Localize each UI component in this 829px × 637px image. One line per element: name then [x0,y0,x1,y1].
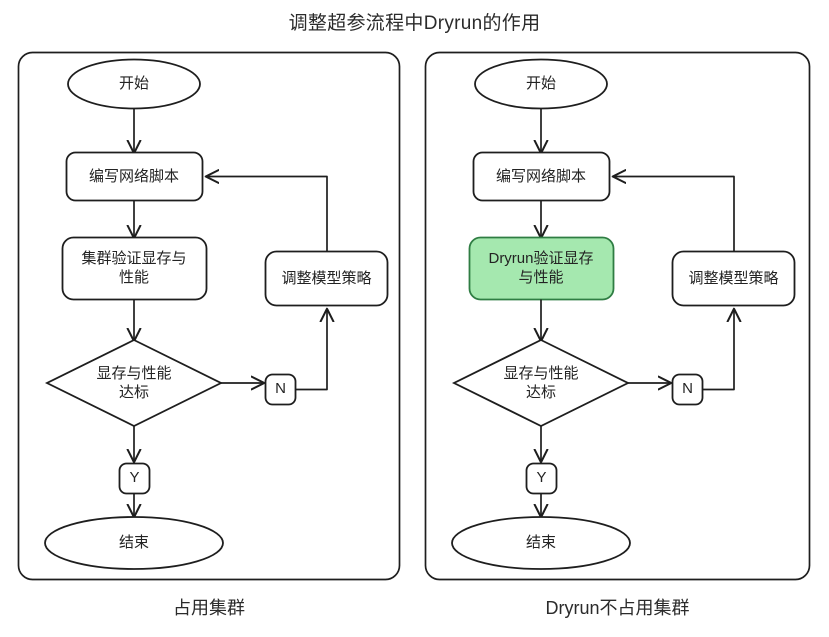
panel-frame-right [424,51,811,581]
node-end-left[interactable] [44,516,224,570]
edge-adjust-to-write-left [207,177,328,252]
node-branch-yes-right[interactable] [525,462,558,495]
panel-left [17,51,401,581]
node-end-right[interactable] [451,516,631,570]
panel-caption-left: 占用集群 [173,598,245,618]
node-validate-right[interactable] [468,236,615,301]
node-write-script-right[interactable] [472,151,611,202]
panel-frame-left [17,51,401,581]
node-write-script-left[interactable] [65,151,204,202]
node-decision-right[interactable] [451,338,631,428]
panel-caption-right: Dryrun不占用集群 [545,598,690,618]
node-branch-no-right[interactable] [671,373,704,406]
node-branch-no-left[interactable] [264,373,297,406]
node-validate-left[interactable] [61,236,208,301]
edge-no-to-adjust-left [295,310,328,391]
node-adjust-right[interactable] [671,250,796,307]
edge-no-to-adjust-right [702,310,735,391]
node-decision-left[interactable] [44,338,224,428]
node-start-left[interactable] [67,58,201,110]
node-branch-yes-left[interactable] [118,462,151,495]
node-adjust-left[interactable] [264,250,389,307]
page-title: 调整超参流程中Dryrun的作用 [288,13,541,34]
node-start-right[interactable] [474,58,608,110]
edge-adjust-to-write-right [614,177,735,252]
panel-right [424,51,811,581]
